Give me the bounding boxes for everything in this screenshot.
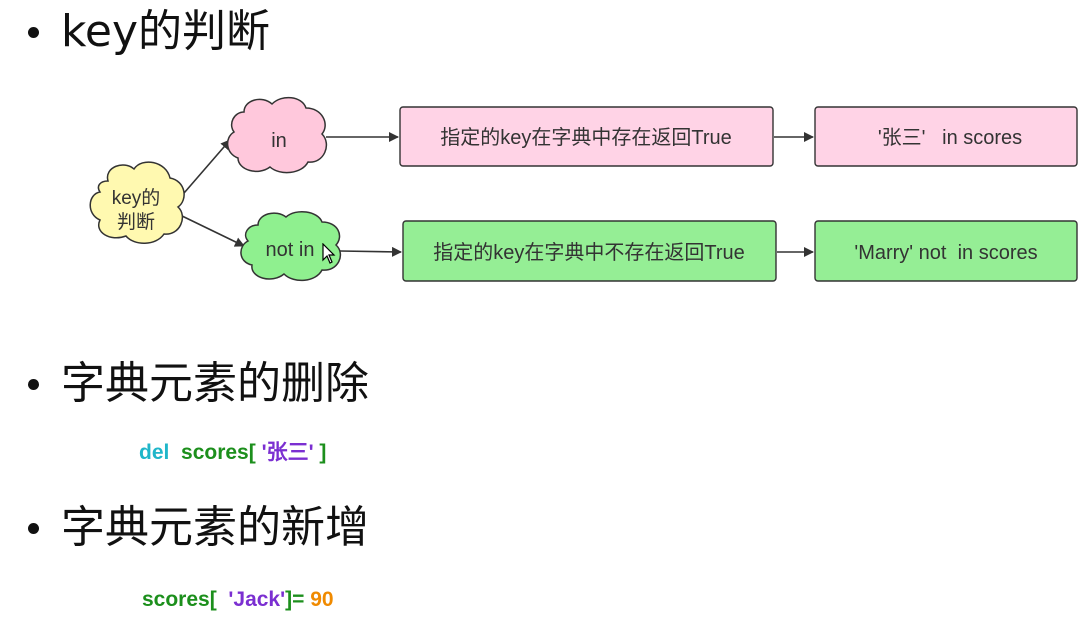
connector-root-in [177,139,231,201]
heading-text: 字典元素的新增 [61,502,369,553]
code-variable: scores[ [142,588,217,611]
not-in-example-box: 'Marry' not in scores [814,220,1078,282]
in-result-box: 指定的key在字典中存在返回True [399,106,774,167]
root-line1: key的 [112,187,161,209]
in-example-text: '张三' in scores [878,126,1022,149]
code-string: 'Jack' [228,588,286,611]
in-result-text: 指定的key在字典中存在返回True [440,126,732,149]
not-in-cloud: not in [240,210,342,282]
root-cloud: key的 判断 [89,161,185,244]
not-in-example-text: 'Marry' not in scores [854,242,1037,264]
code-bracket: ] [319,441,327,464]
heading-delete: 字典元素的删除 [28,362,369,406]
not-in-result-box: 指定的key在字典中不存在返回True [402,220,777,282]
code-variable: scores[ [181,441,256,464]
not-in-result-text: 指定的key在字典中不存在返回True [433,241,745,264]
not-in-label: not in [266,239,315,261]
key-check-diagram: key的 判断 in not in 指定的key在字典中存在返回True '张三… [89,96,1078,282]
connector-root-notin [179,214,245,247]
heading-key-check: key的判断 [28,10,270,54]
delete-code-line: del scores[ '张三' ] [139,436,326,466]
mouse-cursor-icon [322,243,336,264]
heading-text: key的判断 [61,6,271,57]
code-bracket: ]= [285,588,305,611]
code-number: 90 [310,588,334,611]
heading-add: 字典元素的新增 [28,506,369,550]
in-example-box: '张三' in scores [814,106,1078,167]
bullet-icon [28,378,39,390]
in-cloud: in [226,96,328,174]
code-keyword: del [139,441,170,464]
add-code-line: scores[ 'Jack']= 90 [142,588,334,612]
heading-text: 字典元素的删除 [61,358,369,409]
bullet-icon [28,26,39,38]
connector-notin-result [339,246,402,257]
code-string: '张三' [261,441,314,464]
root-line2: 判断 [117,211,155,233]
bullet-icon [28,522,39,534]
in-label: in [271,130,287,152]
